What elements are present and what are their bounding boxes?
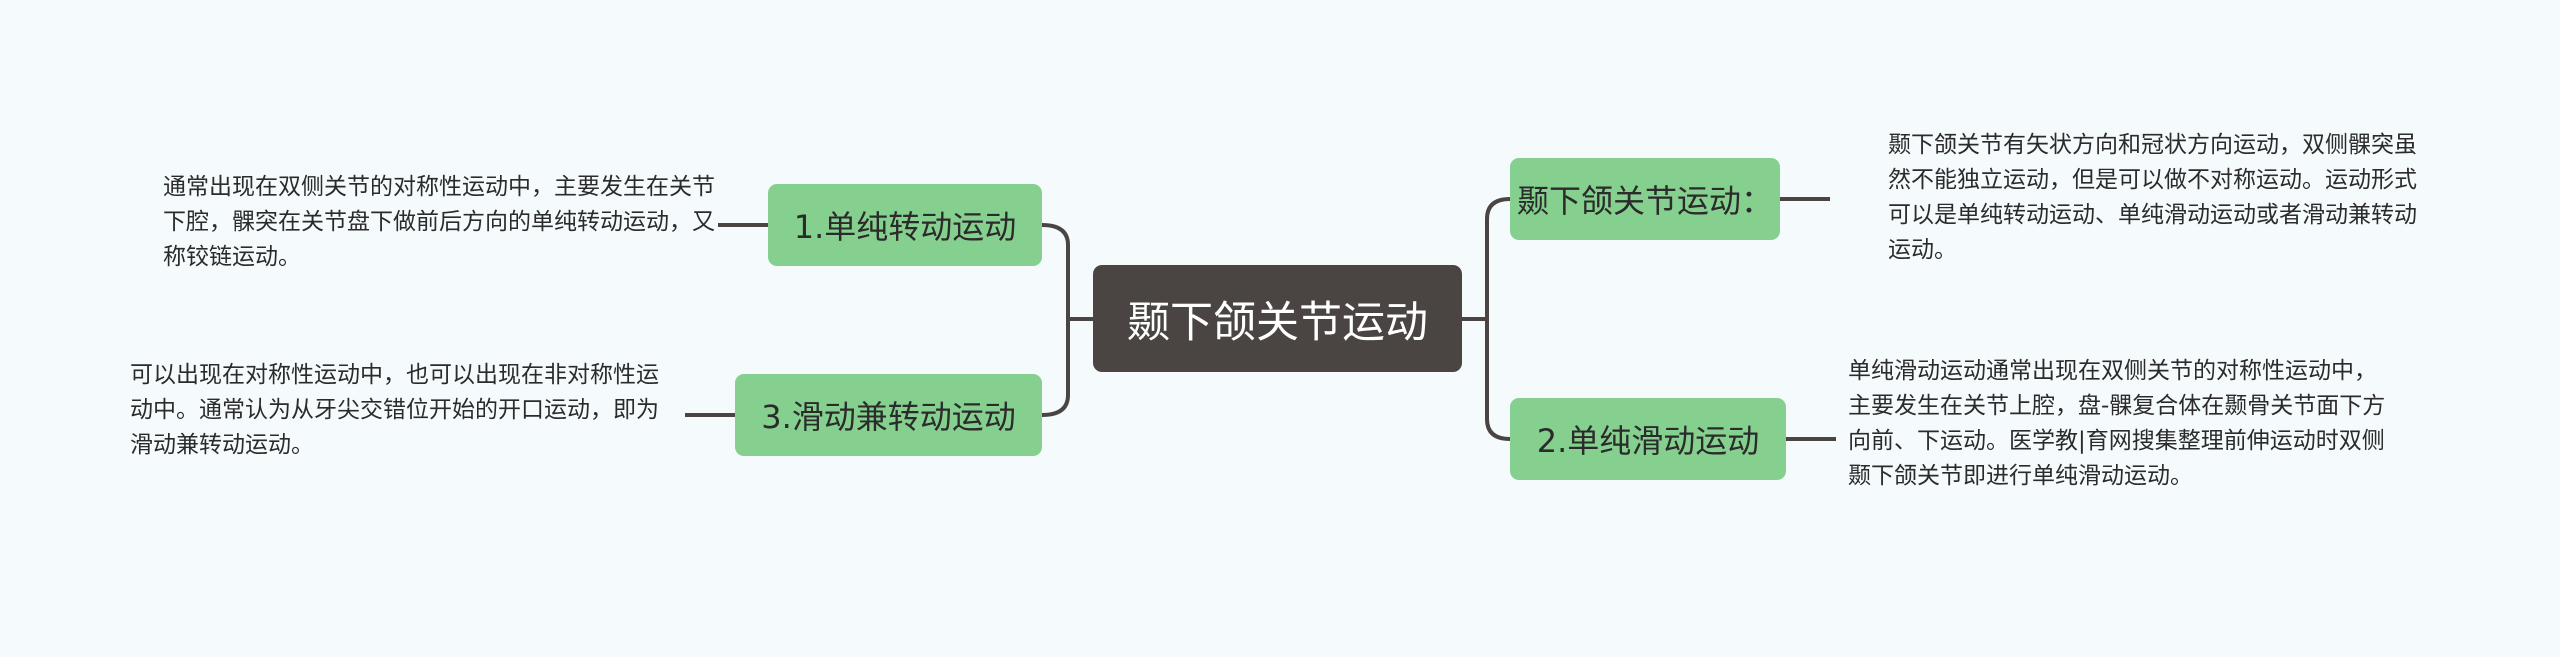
note-tmj-movement: 颞下颌关节有矢状方向和冠状方向运动，双侧髁突虽然不能独立运动，但是可以做不对称运… xyxy=(1888,132,2417,263)
branch-sliding-rotation[interactable]: 3.滑动兼转动运动 xyxy=(735,374,1042,456)
note-pure-rotation: 通常出现在双侧关节的对称性运动中，主要发生在关节下腔，髁突在关节盘下做前后方向的… xyxy=(163,174,715,270)
root-topic[interactable]: 颞下颌关节运动 xyxy=(1093,265,1462,372)
connector-right-top xyxy=(1485,197,1511,319)
connector-left-bottom xyxy=(1041,319,1070,417)
connector-left-top xyxy=(1041,223,1070,319)
branch-pure-rotation[interactable]: 1.单纯转动运动 xyxy=(768,184,1042,266)
note-sliding-rotation: 可以出现在对称性运动中，也可以出现在非对称性运动中。通常认为从牙尖交错位开始的开… xyxy=(130,362,659,458)
note-pure-sliding: 单纯滑动运动通常出现在双侧关节的对称性运动中，主要发生在关节上腔，盘-髁复合体在… xyxy=(1848,358,2386,489)
branch-pure-sliding[interactable]: 2.单纯滑动运动 xyxy=(1510,398,1786,480)
connector-right-bottom xyxy=(1485,319,1511,441)
branch-tmj-movement[interactable]: 颞下颌关节运动： xyxy=(1510,158,1780,240)
